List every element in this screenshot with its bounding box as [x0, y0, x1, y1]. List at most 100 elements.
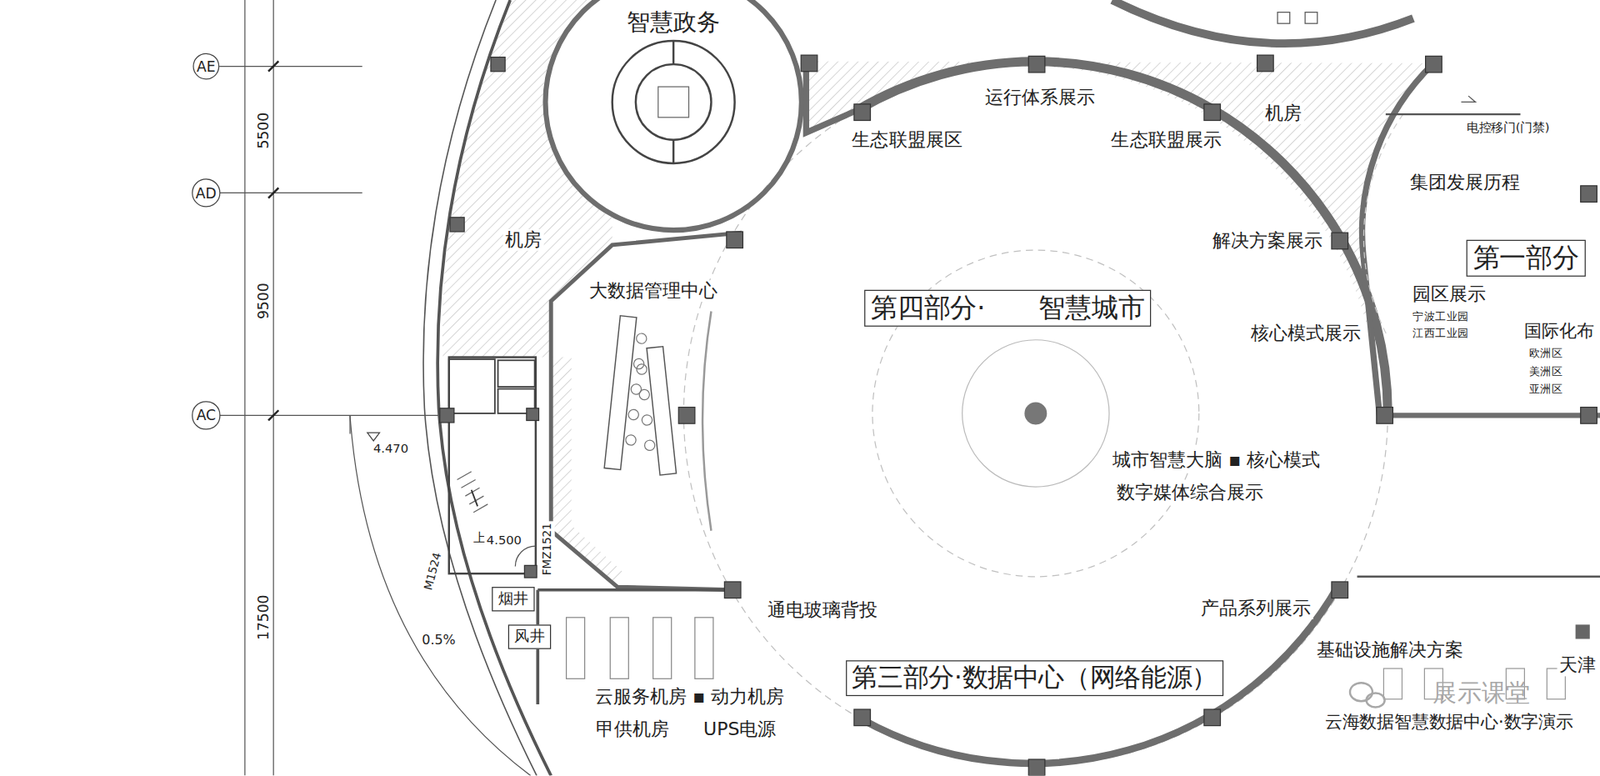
stair-arrow: [471, 490, 478, 507]
server-rack: [695, 617, 714, 679]
room-label: 集团发展历程: [1408, 172, 1523, 194]
column: [1028, 759, 1045, 776]
room-label: 运行体系展示: [982, 87, 1097, 109]
curved-wall: [857, 61, 1389, 414]
room-label: 江西工业园: [1410, 327, 1471, 340]
node-text: 智慧政务: [626, 8, 721, 35]
outer-wall: [423, 0, 537, 776]
server-rack: [566, 617, 585, 679]
room-label: 0.5%: [420, 633, 458, 649]
desk-row: [604, 315, 649, 471]
room-label: 4.470: [370, 441, 410, 456]
curved-wall: [1362, 63, 1435, 415]
column: [1331, 581, 1349, 599]
column: [1575, 624, 1590, 639]
room-label: 生态联盟展示: [1109, 129, 1224, 150]
node-text: AD: [195, 185, 217, 202]
room-label: 展示课堂: [1430, 680, 1533, 709]
watermark-icon: [1350, 682, 1373, 701]
room-wall: [550, 232, 742, 590]
grid-line: [219, 192, 362, 194]
table-divider: [672, 40, 675, 65]
watermark-icon: [1366, 692, 1385, 707]
room-label: 基础设施解决方案: [1314, 639, 1465, 660]
node-text: 第四部分· 智慧城市: [870, 292, 1145, 324]
column: [1204, 104, 1221, 121]
column: [1331, 232, 1349, 250]
title-box: 烟井: [491, 586, 535, 611]
level-arc: [350, 415, 531, 775]
column: [524, 565, 537, 578]
glass-screen: [702, 310, 711, 530]
table-divider: [672, 140, 675, 164]
dimension-tick: [268, 410, 279, 420]
room-label: 天津: [1557, 655, 1599, 676]
server-rack: [653, 617, 672, 679]
room-label: 解决方案展示: [1210, 230, 1325, 251]
outer-wall: [437, 0, 551, 776]
curved-wall: [1112, 0, 1414, 44]
wall: [1380, 412, 1600, 418]
node-text: 第三部分·数据中心（网络能源）: [851, 663, 1217, 693]
column: [724, 581, 741, 599]
room-label: 云海数据智慧数据中心·数字演示: [1322, 712, 1575, 733]
grid-bubble: AD: [191, 178, 221, 208]
hatch-area: [442, 0, 613, 358]
node-text: 第一部分: [1473, 242, 1580, 274]
column: [1376, 407, 1394, 425]
dimension-tick: [268, 187, 279, 198]
grid-line: [219, 65, 362, 67]
node-text: 风井: [514, 628, 545, 646]
chair: [630, 383, 642, 395]
door-swing: [515, 545, 535, 566]
dimension-tick: [268, 60, 279, 71]
dimension-text: M1524: [421, 549, 445, 594]
server-rack: [610, 617, 629, 679]
column: [450, 217, 465, 232]
grid-line: [219, 415, 439, 416]
column: [678, 407, 695, 425]
room-label: 云服务机房 ▪ 动力机房: [593, 686, 787, 708]
column: [1204, 709, 1221, 726]
title-box: 第三部分·数据中心（网络能源）: [845, 660, 1224, 696]
grid-line: [273, 0, 275, 776]
column: [1580, 185, 1598, 203]
dashed-circle: [683, 60, 1388, 765]
shaft: [498, 360, 535, 387]
node-text: AC: [196, 406, 216, 424]
column: [1425, 55, 1443, 73]
dimension-text: 5500: [255, 110, 272, 151]
stair-room: [449, 357, 536, 575]
grid-line: [244, 0, 245, 776]
level-mark: [367, 432, 380, 441]
column: [800, 55, 818, 72]
grid-bubble: AC: [192, 401, 220, 430]
sliding-door: [1385, 113, 1521, 115]
room-label: 园区展示: [1410, 283, 1488, 305]
room-label: 宁波工业园: [1410, 310, 1471, 324]
hatch-area: [805, 60, 1434, 415]
chair: [635, 363, 647, 375]
column: [1580, 407, 1598, 425]
desk-row: [634, 346, 676, 477]
shaft: [449, 359, 495, 414]
stair-steps: [457, 471, 489, 513]
table-top: [658, 86, 690, 118]
dimension-text: 17500: [255, 592, 272, 642]
room-label: 城市智慧大脑 ▪ 核心模式: [1110, 450, 1322, 471]
column: [440, 408, 455, 423]
title-box: 风井: [508, 624, 551, 649]
room-label: 核心模式展示: [1249, 323, 1364, 345]
door-mark: [1460, 95, 1475, 102]
chair: [1277, 12, 1290, 24]
desk: [646, 346, 676, 475]
dimension-text: 9500: [255, 280, 272, 322]
dimension-text: FMZ1521: [541, 520, 555, 578]
room-label: 国际化布: [1522, 321, 1596, 342]
room-label: 大数据管理中心: [586, 280, 720, 301]
title-box: 第一部分: [1466, 240, 1586, 277]
column: [854, 104, 871, 121]
node-text: AE: [196, 58, 216, 75]
column: [1028, 55, 1045, 73]
